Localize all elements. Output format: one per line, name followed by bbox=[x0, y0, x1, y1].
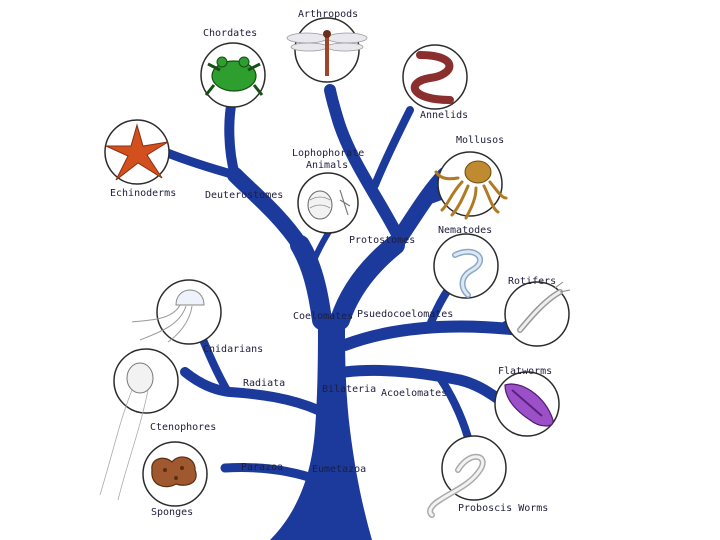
circle-nematodes bbox=[433, 233, 499, 299]
label-radiata: Radiata bbox=[243, 378, 286, 389]
label-cnidarians: Cnidarians bbox=[203, 344, 264, 355]
label-sponges: Sponges bbox=[151, 507, 194, 518]
sponge-icon bbox=[151, 456, 197, 488]
trunk bbox=[270, 320, 372, 540]
octopus-icon bbox=[434, 160, 508, 220]
jellyfish-icon bbox=[131, 289, 205, 343]
branch-acoelomates bbox=[339, 364, 506, 406]
rotifer-icon bbox=[517, 281, 571, 333]
label-eumetazoa: Eumetazoa bbox=[312, 464, 367, 475]
roundworm-icon bbox=[452, 248, 483, 298]
label-deuterostomes: Deuterostomes bbox=[205, 190, 284, 201]
label-lophophorate-line1: Lophophorate bbox=[292, 148, 365, 159]
label-protostomes: Protostomes bbox=[349, 235, 416, 246]
label-arthropods: Arthropods bbox=[298, 9, 359, 20]
label-annelids: Annelids bbox=[420, 110, 469, 121]
earthworm-icon bbox=[410, 51, 454, 104]
label-molluscs: Mollusos bbox=[456, 135, 505, 146]
branch-annelids bbox=[371, 106, 414, 189]
label-echinoderms: Echinoderms bbox=[110, 188, 177, 199]
frog-icon bbox=[204, 56, 264, 96]
label-ctenophores: Ctenophores bbox=[150, 422, 217, 433]
circle-proboscis bbox=[441, 435, 507, 501]
label-nematodes: Nematodes bbox=[438, 225, 493, 236]
label-proboscis-worms: Proboscis Worms bbox=[458, 503, 549, 514]
comb-jelly-icon bbox=[99, 362, 154, 501]
label-acoelomates: Acoelomates bbox=[381, 388, 448, 399]
dragonfly-icon bbox=[286, 30, 368, 76]
branch-coelomates-right bbox=[330, 235, 405, 330]
branch-chordates bbox=[224, 95, 240, 180]
branch-arthropods bbox=[324, 84, 406, 246]
label-flatworms: Flatworms bbox=[498, 366, 553, 377]
label-parazoa: Parazoa bbox=[241, 462, 284, 473]
branch-parazoa bbox=[220, 463, 323, 485]
branch-deuterostomes bbox=[227, 167, 308, 253]
flatworm-icon bbox=[504, 383, 554, 427]
branch-echinoderms bbox=[160, 147, 240, 180]
label-coelomates: Coelomates bbox=[293, 311, 354, 322]
ribbon-worm-icon bbox=[427, 453, 486, 518]
circle-cnidarians bbox=[156, 279, 222, 345]
branch-lophophorate bbox=[309, 227, 333, 268]
label-pseudocoelomates: Psuedocoelomates bbox=[357, 309, 454, 320]
lophophorate-icon bbox=[307, 189, 351, 220]
label-rotifers: Rotifers bbox=[508, 276, 557, 287]
label-bilateria: Bilateria bbox=[322, 384, 377, 395]
branch-pseudocoelomates bbox=[339, 320, 526, 351]
starfish-icon bbox=[105, 123, 169, 181]
label-chordates: Chordates bbox=[203, 28, 258, 39]
label-lophophorate-line2: Animals bbox=[306, 160, 349, 171]
